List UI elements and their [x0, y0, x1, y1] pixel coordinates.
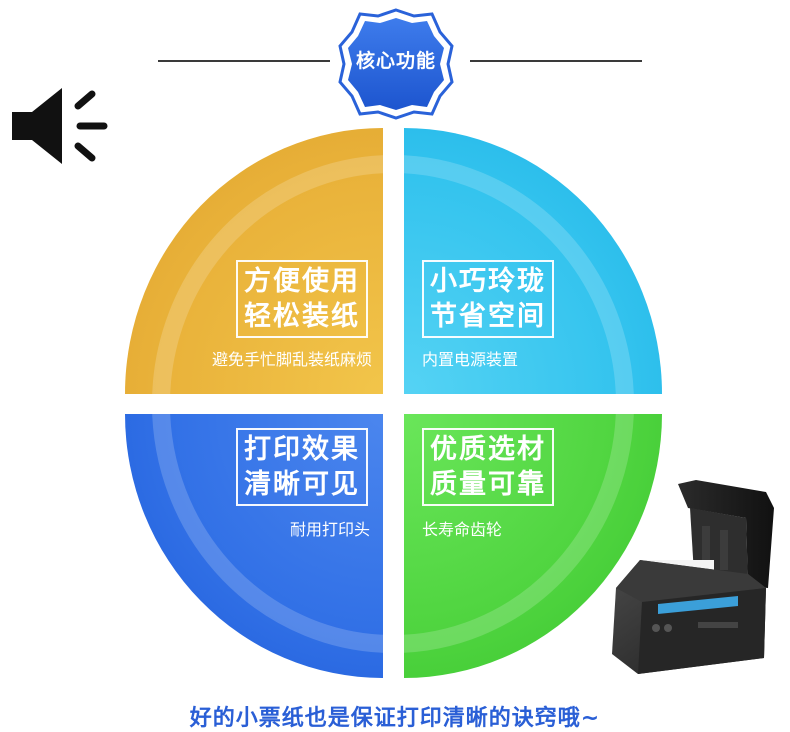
feature-title-line1: 优质选材 [430, 434, 546, 465]
speaker-icon [12, 88, 108, 164]
feature-box-convenient: 方便使用 轻松装纸 [236, 260, 368, 338]
header-title: 核心功能 [355, 50, 436, 72]
feature-box-compact: 小巧玲珑 节省空间 [422, 260, 554, 338]
receipt-printer-icon [612, 480, 774, 674]
feature-title-line1: 方便使用 [244, 266, 360, 297]
feature-title-line1: 小巧玲珑 [430, 266, 546, 297]
feature-title-line2: 节省空间 [430, 301, 546, 332]
footer-tagline: 好的小票纸也是保证打印清晰的诀窍哦~ [189, 706, 601, 731]
feature-title-line2: 质量可靠 [430, 469, 546, 500]
feature-subtext-convenient: 避免手忙脚乱装纸麻烦 [211, 350, 372, 369]
header-divider-left [158, 60, 330, 62]
feature-subtext-print-quality: 耐用打印头 [289, 520, 370, 539]
header-divider-right [470, 60, 642, 62]
feature-title-line1: 打印效果 [244, 434, 360, 465]
feature-title-line2: 清晰可见 [244, 469, 360, 500]
feature-title-line2: 轻松装纸 [244, 301, 360, 332]
feature-subtext-compact: 内置电源装置 [422, 350, 519, 369]
feature-box-print-quality: 打印效果 清晰可见 [236, 428, 368, 506]
octagon-badge-icon [338, 8, 454, 120]
feature-subtext-materials: 长寿命齿轮 [422, 520, 503, 539]
feature-box-materials: 优质选材 质量可靠 [422, 428, 554, 506]
